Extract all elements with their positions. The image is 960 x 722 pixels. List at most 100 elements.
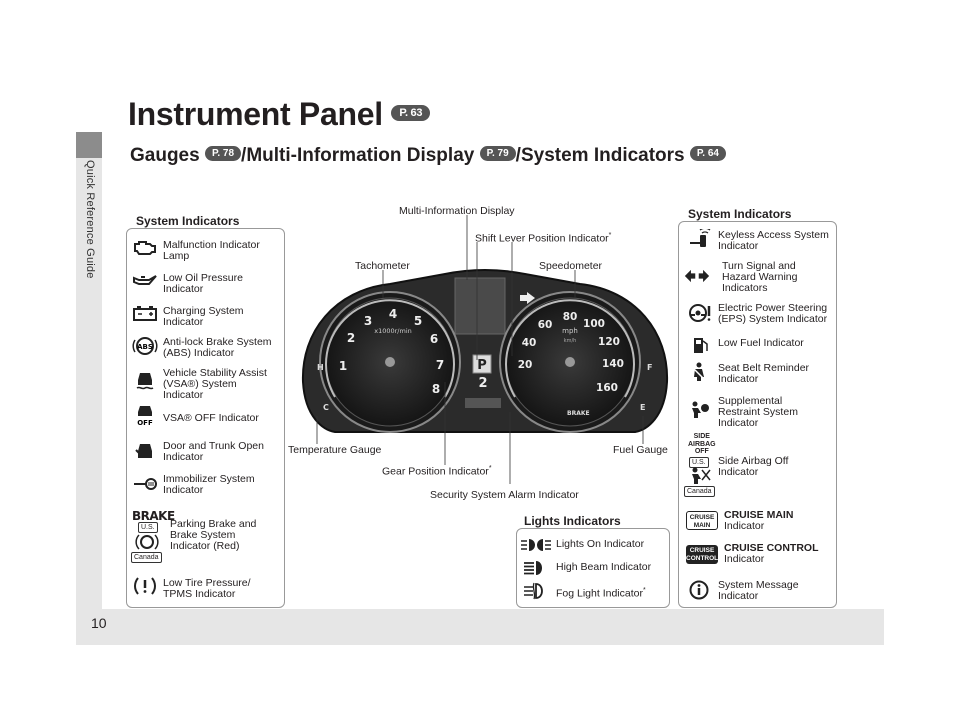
high-beam-icon	[524, 561, 542, 575]
callout-security: Security System Alarm Indicator	[430, 489, 579, 501]
page-subtitle: Gauges P. 78/Multi-Information Display P…	[130, 145, 726, 167]
battery-icon	[133, 306, 157, 321]
callout-gear: Gear Position Indicator*	[382, 465, 492, 478]
page-title: Instrument Panel P. 63	[128, 96, 431, 133]
side-tab-label: Quick Reference Guide	[84, 160, 96, 279]
fog-light-icon	[524, 582, 543, 600]
left-item-9: Low Tire Pressure/TPMS Indicator	[163, 577, 251, 600]
left-item-5: VSA® OFF Indicator	[163, 412, 259, 424]
srs-airbag-icon	[692, 401, 709, 418]
callout-temperature: Temperature Gauge	[288, 444, 382, 456]
mid-page-ref[interactable]: P. 79	[479, 146, 516, 162]
gear-right: 2	[478, 376, 487, 391]
callout-mid: Multi-Information Display	[399, 205, 515, 217]
lights-on-icon	[521, 539, 551, 551]
tachometer-dial	[319, 291, 461, 433]
speed-num-40: 40	[522, 337, 537, 349]
abs-icon: ABS	[132, 337, 158, 355]
speed-num-160: 160	[596, 382, 618, 394]
left-panel-title: System Indicators	[134, 214, 242, 228]
callout-fuel: Fuel Gauge	[613, 444, 668, 456]
side-bar	[76, 158, 102, 609]
parking-brake-icon	[135, 534, 159, 550]
tach-num-7: 7	[436, 358, 444, 372]
tach-unit: x1000r/min	[374, 327, 412, 335]
lights-item-2: Fog Light Indicator*	[556, 587, 646, 600]
canada-tag: Canada	[131, 552, 162, 563]
right-item-2: Electric Power Steering(EPS) System Indi…	[718, 302, 828, 325]
speed-unit: mph	[562, 327, 578, 335]
lights-item-1: High Beam Indicator	[556, 561, 652, 573]
left-system-indicators-panel	[126, 228, 285, 608]
tire-pressure-icon	[134, 577, 156, 595]
tach-num-8: 8	[432, 382, 440, 396]
title-page-ref[interactable]: P. 63	[391, 104, 431, 121]
kmh-unit: km/h	[564, 338, 577, 344]
lights-indicators-panel	[516, 528, 670, 608]
immobilizer-key-icon	[134, 478, 157, 490]
keyless-fob-icon	[690, 229, 711, 247]
engine-icon	[134, 241, 156, 255]
gear-shift-display	[472, 354, 492, 374]
speed-num-140: 140	[602, 358, 624, 370]
lights-item-0: Lights On Indicator	[556, 538, 645, 550]
speed-num-120: 120	[598, 336, 620, 348]
fuel-pump-icon	[694, 338, 708, 353]
svg-text:ABS: ABS	[137, 343, 153, 351]
us-tag: U.S.	[138, 522, 158, 533]
fuel-f: F	[647, 363, 652, 372]
canada-tag-right: Canada	[684, 486, 715, 497]
tach-num-5: 5	[414, 314, 422, 328]
fuel-e: E	[640, 403, 645, 412]
footer-bar	[76, 609, 884, 645]
cluster-brake-label: BRAKE	[567, 410, 590, 417]
speed-num-20: 20	[518, 359, 533, 371]
multi-info-display	[454, 277, 506, 335]
right-panel-title: System Indicators	[686, 207, 794, 221]
seat-belt-icon	[693, 362, 705, 381]
left-item-3: Anti-lock Brake System(ABS) Indicator	[163, 336, 272, 359]
speed-num-60: 60	[538, 319, 553, 331]
oil-can-icon	[133, 275, 157, 285]
callout-shift: Shift Lever Position Indicator*	[475, 232, 612, 245]
speedometer-dial	[499, 291, 641, 433]
page-number: 10	[91, 615, 107, 631]
callout-tachometer: Tachometer	[355, 260, 410, 272]
system-indicators-page-ref[interactable]: P. 64	[689, 146, 726, 162]
turn-signal-icon	[684, 269, 710, 283]
tach-num-6: 6	[430, 332, 438, 346]
gear-left: P	[477, 358, 487, 373]
system-message-icon	[689, 580, 709, 600]
vsa-icon	[136, 373, 154, 390]
callout-speedometer: Speedometer	[539, 260, 603, 272]
vsa-off-icon: OFF	[137, 406, 153, 426]
eps-steering-icon	[689, 304, 711, 322]
us-tag-right: U.S.	[689, 457, 709, 468]
temp-c: C	[323, 403, 329, 412]
brake-text-icon: BRAKE	[132, 509, 175, 523]
cluster-turn-arrow	[520, 292, 535, 304]
gauges-page-ref[interactable]: P. 78	[204, 146, 242, 162]
lights-panel-title: Lights Indicators	[522, 514, 623, 528]
tach-num-3: 3	[364, 314, 372, 328]
instrument-cluster: 1 2 3 4 5 6 7 8 x1000r/min 20 40 60 80 1…	[301, 215, 669, 484]
door-open-icon	[135, 444, 152, 458]
speed-num-100: 100	[583, 318, 605, 330]
